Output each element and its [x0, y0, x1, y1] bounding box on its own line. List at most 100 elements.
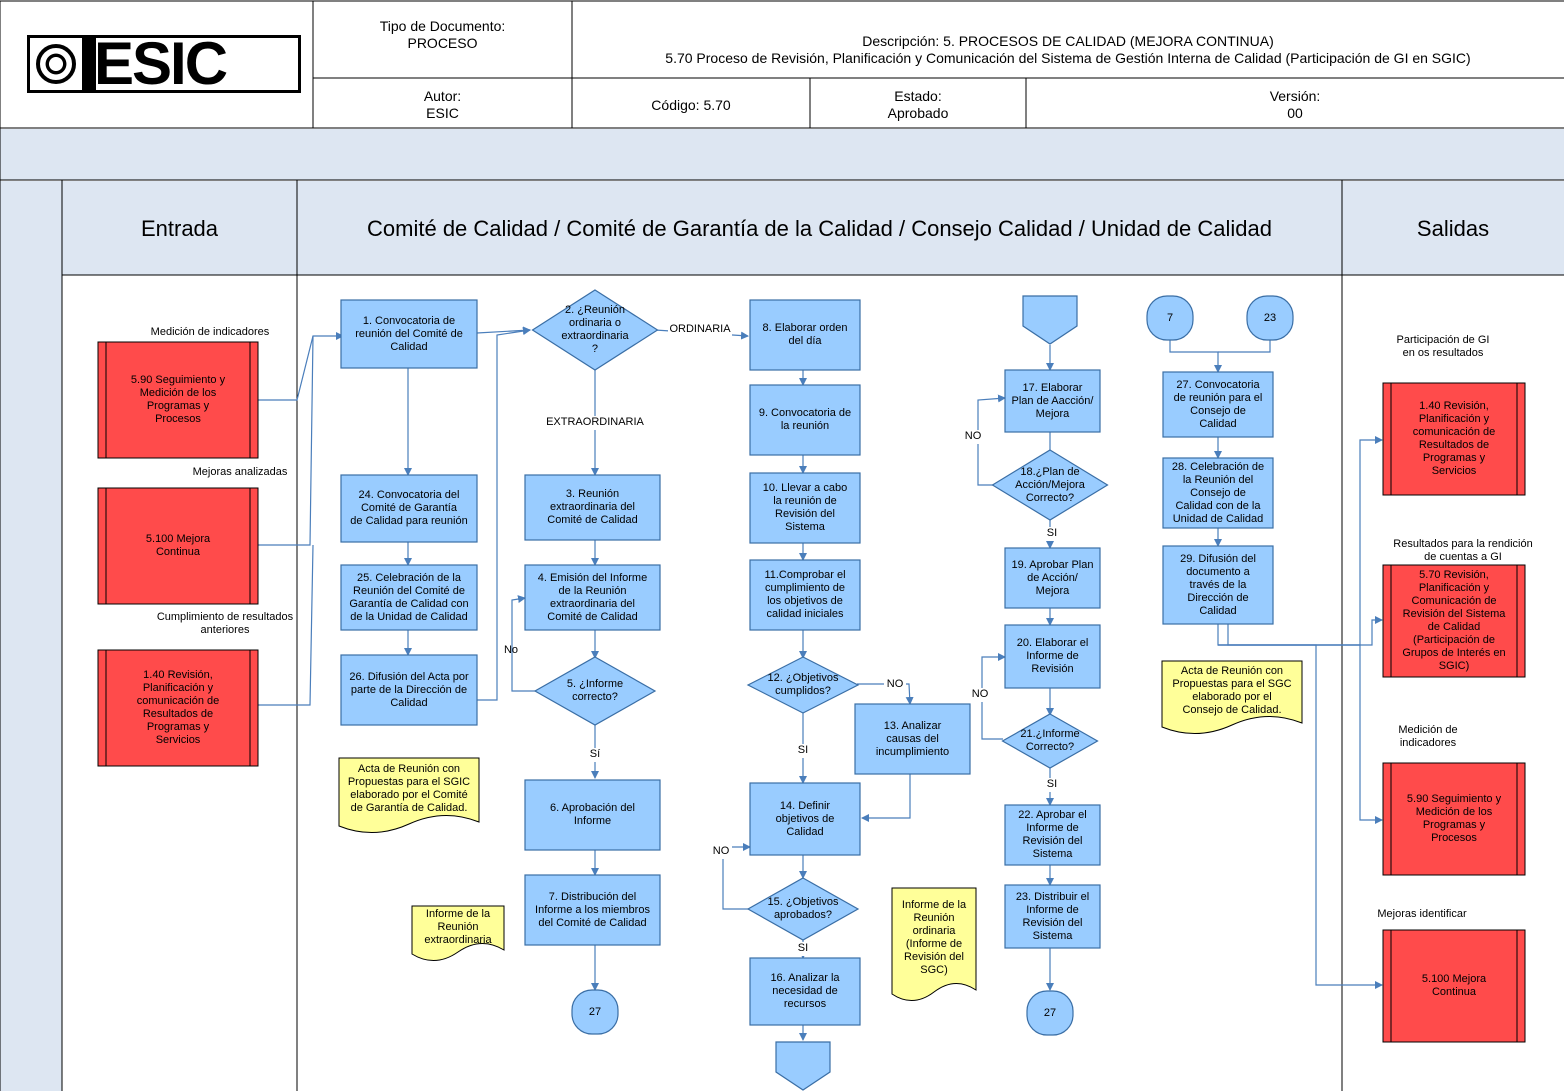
step-13-box [854, 703, 971, 775]
step-22: 22. Aprobar el Informe de Revisión del S… [1018, 809, 1087, 860]
edge-label-no-5: No [503, 644, 519, 656]
step-11: 11.Comprobar el cumplimiento de los obje… [764, 569, 846, 620]
step-16-box [749, 957, 861, 1026]
doc-type-cell: Tipo de Documento: PROCESO [313, 12, 572, 78]
output-box-1-box [1382, 382, 1526, 496]
logo: ESIC [22, 22, 306, 106]
input-box-3-box [97, 649, 259, 767]
step-26: 26. Difusión del Acta por parte de la Di… [349, 670, 469, 709]
author-label: Autor: [423, 88, 462, 104]
status-value: Aprobado [887, 105, 949, 121]
step-14-box [749, 782, 861, 856]
connector-23-shape [1246, 295, 1294, 341]
logo-emblem-icon [36, 44, 76, 84]
step-4: 4. Emisión del Informe de la Reunión ext… [537, 571, 648, 623]
step-6: 6. Aprobación del Informe [549, 802, 635, 827]
step-23-box [1004, 884, 1101, 949]
step-2: 2. ¿Reunión ordinaria o extraordinaria ? [561, 304, 629, 355]
input-box-1-box [97, 341, 259, 459]
connector-7-shape [1146, 295, 1194, 341]
step-3: 3. Reunión extraordinaria del Comité de … [547, 488, 638, 526]
description-cell: Descripción: 5. PROCESOS DE CALIDAD (MEJ… [572, 28, 1564, 72]
step-9: 9. Convocatoria de la reunión [758, 407, 852, 432]
logo-text: ESIC [94, 30, 228, 97]
edge-label-no-15: NO [710, 845, 732, 859]
output-box-4-box [1382, 929, 1526, 1043]
step-8: 8. Elaborar orden del día [762, 322, 848, 347]
step-18: 18.¿Plan de Acción/Mejora Correcto? [1015, 465, 1085, 504]
step-21: 21.¿Informe Correcto? [1020, 728, 1080, 753]
step-3-box [524, 474, 661, 541]
edge-label-no-21: NO [969, 688, 991, 702]
edge-label-no-18: NO [962, 430, 984, 444]
step-6-box [524, 779, 661, 851]
step-15-diamond [746, 877, 860, 941]
offpage-connector-top [1022, 295, 1078, 345]
step-1-box [340, 299, 478, 369]
input-box-1: 5.90 Seguimiento y Medición de los Progr… [130, 374, 226, 425]
lane-output-title: Salidas [1416, 216, 1490, 241]
step-26-box [340, 654, 478, 726]
step-13: 13. Analizar causas del incumplimiento [875, 719, 950, 758]
step-5-diamond [533, 656, 657, 726]
lane-input-title: Entrada [140, 216, 219, 241]
step-20: 20. Elaborar el Informe de Revisión [1016, 637, 1089, 675]
step-12: 12. ¿Objetivos cumplidos? [767, 672, 839, 697]
note-acta-cgc-shape [338, 757, 480, 834]
input-label-1: Medición de indicadores [150, 326, 270, 338]
author-cell: Autor: ESIC [313, 84, 572, 126]
step-14: 14. Definir objetivos de Calidad [775, 799, 835, 838]
description-line1: Descripción: 5. PROCESOS DE CALIDAD (MEJ… [862, 33, 1274, 49]
connector-27-a-shape [571, 989, 619, 1035]
note-informe-extra-shape [411, 905, 505, 961]
output-box-2: 5.70 Revisión, Planificación y Comunicac… [1402, 569, 1506, 672]
step-27: 27. Convocatoria de reunión para el Cons… [1173, 378, 1263, 430]
input-label-3: Cumplimiento de resultados anteriores [156, 611, 294, 636]
step-11-box [749, 559, 861, 631]
status-label: Estado: [894, 88, 942, 104]
input-box-2-box [97, 487, 259, 605]
output-box-2-box [1382, 564, 1526, 678]
status-cell: Estado: Aprobado [810, 84, 1026, 126]
note-informe-ordinaria: Informe de la Reunión ordinaria (Informe… [901, 899, 967, 976]
step-22-box [1004, 804, 1101, 866]
step-7: 7. Distribución del Informe a los miembr… [535, 890, 650, 929]
step-15: 15. ¿Objetivos aprobados? [767, 896, 839, 921]
connector-27-b: 27 [1043, 1006, 1057, 1019]
lane-middle-title: Comité de Calidad / Comité de Garantía d… [367, 216, 1272, 241]
connector-27-a: 27 [588, 1005, 602, 1018]
input-box-3: 1.40 Revisión, Planificación y comunicac… [136, 669, 220, 746]
author-value: ESIC [426, 105, 459, 121]
step-10: 10. Llevar a cabo la reunión de Revisión… [762, 482, 848, 533]
step-25: 25. Celebración de la Reunión del Comité… [349, 571, 469, 623]
doc-type-value: PROCESO [407, 35, 478, 51]
note-informe-extra: Informe de la Reunión extraordinaria [424, 907, 492, 946]
step-24-box [340, 474, 478, 543]
step-7-box [524, 874, 661, 946]
step-17-box [1004, 369, 1101, 433]
output-box-3-box [1382, 762, 1526, 876]
output-box-1: 1.40 Revisión, Planificación y comunicac… [1412, 400, 1496, 477]
edge-label-no-12: NO [884, 678, 906, 692]
version-value: 00 [1287, 105, 1303, 121]
step-5: 5. ¿Informe correcto? [566, 678, 624, 703]
input-label-2: Mejoras analizadas [192, 466, 288, 478]
step-29: 29. Difusión del documento a través de l… [1180, 552, 1256, 617]
note-acta-consejo: Acta de Reunión con Propuestas para el S… [1172, 665, 1292, 716]
step-8-box [749, 299, 861, 371]
output-box-3: 5.90 Seguimiento y Medición de los Progr… [1406, 793, 1502, 844]
step-27-box [1162, 371, 1274, 438]
step-1: 1. Convocatoria de reunión del Comité de… [355, 314, 463, 353]
step-24: 24. Convocatoria del Comité de Garantía … [350, 489, 468, 527]
step-12-diamond [746, 656, 860, 714]
version-cell: Versión: 00 [1026, 84, 1564, 126]
step-23: 23. Distribuir el Informe de Revisión de… [1015, 890, 1090, 942]
step-29-box [1162, 545, 1274, 625]
code-text: Código: 5.70 [651, 96, 731, 113]
step-4-box [524, 564, 661, 631]
code-cell: Código: 5.70 [572, 84, 810, 126]
doc-type-label: Tipo de Documento: [379, 18, 506, 34]
connector-23: 23 [1263, 311, 1277, 324]
edge-label-si-21: SI [1042, 778, 1062, 792]
